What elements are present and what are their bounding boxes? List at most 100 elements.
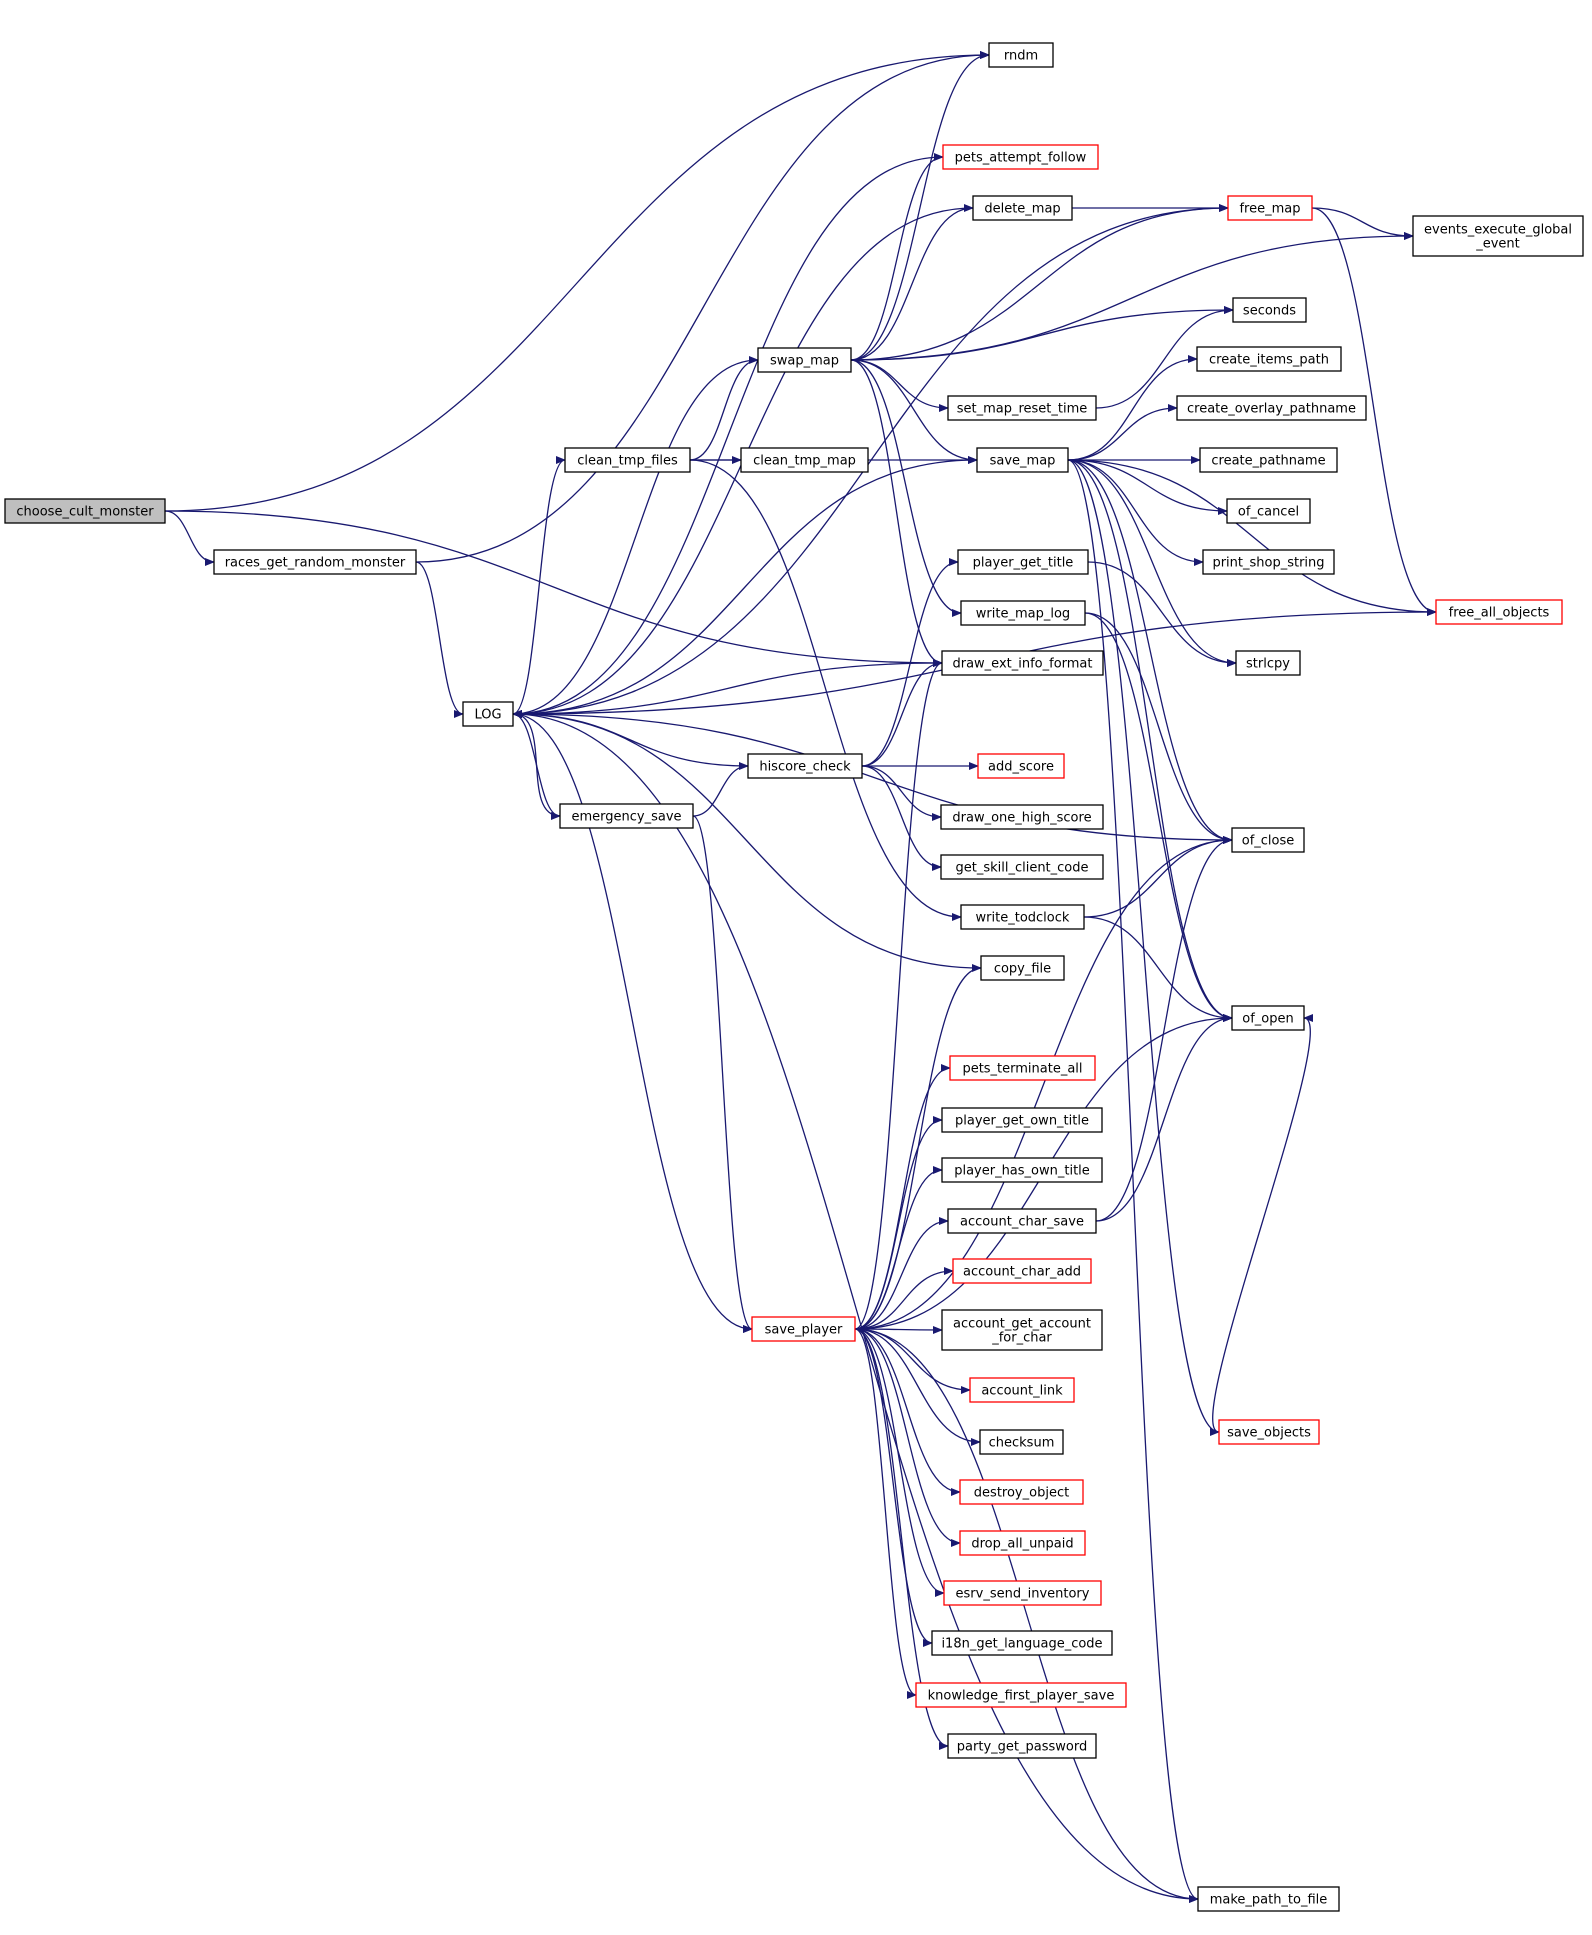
node-box-account_get_account_for_char[interactable]	[941, 1309, 1103, 1351]
node-box-player_get_title[interactable]	[957, 549, 1089, 575]
node-save_objects[interactable]: save_objects	[1218, 1419, 1320, 1445]
node-box-drop_all_unpaid[interactable]	[959, 1530, 1086, 1556]
node-box-clean_tmp_map[interactable]	[740, 447, 869, 473]
node-box-hiscore_check[interactable]	[747, 753, 863, 779]
node-swap_map[interactable]: swap_map	[757, 347, 852, 373]
node-player_has_own_title[interactable]: player_has_own_title	[941, 1157, 1103, 1183]
node-clean_tmp_map[interactable]: clean_tmp_map	[740, 447, 869, 473]
node-free_all_objects[interactable]: free_all_objects	[1435, 599, 1563, 625]
node-save_player[interactable]: save_player	[751, 1316, 856, 1342]
node-hiscore_check[interactable]: hiscore_check	[747, 753, 863, 779]
node-box-make_path_to_file[interactable]	[1197, 1886, 1340, 1912]
node-i18n_get_language_code[interactable]: i18n_get_language_code	[931, 1630, 1113, 1656]
node-box-pets_attempt_follow[interactable]	[942, 144, 1099, 170]
node-box-of_close[interactable]	[1231, 827, 1305, 853]
node-events_execute_global_event[interactable]: events_execute_global_event	[1412, 215, 1584, 257]
node-make_path_to_file[interactable]: make_path_to_file	[1197, 1886, 1340, 1912]
node-box-save_objects[interactable]	[1218, 1419, 1320, 1445]
node-create_items_path[interactable]: create_items_path	[1196, 346, 1342, 372]
node-box-account_char_save[interactable]	[947, 1208, 1097, 1234]
node-account_char_add[interactable]: account_char_add	[952, 1258, 1092, 1284]
node-emergency_save[interactable]: emergency_save	[559, 803, 694, 829]
node-box-save_map[interactable]	[976, 447, 1069, 473]
node-box-player_has_own_title[interactable]	[941, 1157, 1103, 1183]
node-of_close[interactable]: of_close	[1231, 827, 1305, 853]
node-box-swap_map[interactable]	[757, 347, 852, 373]
node-pets_terminate_all[interactable]: pets_terminate_all	[949, 1055, 1096, 1081]
node-draw_ext_info_format[interactable]: draw_ext_info_format	[941, 650, 1104, 676]
node-delete_map[interactable]: delete_map	[972, 195, 1073, 221]
node-box-save_player[interactable]	[751, 1316, 856, 1342]
node-box-of_cancel[interactable]	[1226, 498, 1311, 524]
node-box-draw_one_high_score[interactable]	[940, 804, 1104, 830]
node-drop_all_unpaid[interactable]: drop_all_unpaid	[959, 1530, 1086, 1556]
node-get_skill_client_code[interactable]: get_skill_client_code	[940, 854, 1104, 880]
node-of_open[interactable]: of_open	[1231, 1005, 1305, 1031]
node-box-copy_file[interactable]	[980, 955, 1065, 981]
node-strlcpy[interactable]: strlcpy	[1235, 650, 1301, 676]
node-account_link[interactable]: account_link	[969, 1377, 1075, 1403]
node-races_get_random_monster[interactable]: races_get_random_monster	[213, 549, 417, 575]
node-box-create_overlay_pathname[interactable]	[1176, 395, 1367, 421]
node-box-delete_map[interactable]	[972, 195, 1073, 221]
node-box-add_score[interactable]	[977, 753, 1065, 779]
node-account_get_account_for_char[interactable]: account_get_account_for_char	[941, 1309, 1103, 1351]
node-box-print_shop_string[interactable]	[1202, 549, 1335, 575]
node-box-party_get_password[interactable]	[947, 1733, 1097, 1759]
node-account_char_save[interactable]: account_char_save	[947, 1208, 1097, 1234]
node-box-LOG[interactable]	[462, 701, 514, 727]
node-box-clean_tmp_files[interactable]	[564, 447, 691, 473]
node-knowledge_first_player_save[interactable]: knowledge_first_player_save	[915, 1682, 1127, 1708]
node-box-set_map_reset_time[interactable]	[947, 395, 1097, 421]
node-box-events_execute_global_event[interactable]	[1412, 215, 1584, 257]
node-box-races_get_random_monster[interactable]	[213, 549, 417, 575]
node-esrv_send_inventory[interactable]: esrv_send_inventory	[943, 1580, 1102, 1606]
node-box-rndm[interactable]	[988, 42, 1054, 68]
node-party_get_password[interactable]: party_get_password	[947, 1733, 1097, 1759]
node-pets_attempt_follow[interactable]: pets_attempt_follow	[942, 144, 1099, 170]
node-box-player_get_own_title[interactable]	[941, 1107, 1103, 1133]
node-box-knowledge_first_player_save[interactable]	[915, 1682, 1127, 1708]
node-player_get_own_title[interactable]: player_get_own_title	[941, 1107, 1103, 1133]
node-choose_cult_monster[interactable]: choose_cult_monster	[4, 498, 166, 524]
node-save_map[interactable]: save_map	[976, 447, 1069, 473]
node-draw_one_high_score[interactable]: draw_one_high_score	[940, 804, 1104, 830]
node-box-of_open[interactable]	[1231, 1005, 1305, 1031]
node-clean_tmp_files[interactable]: clean_tmp_files	[564, 447, 691, 473]
node-write_todclock[interactable]: write_todclock	[960, 904, 1085, 930]
node-box-get_skill_client_code[interactable]	[940, 854, 1104, 880]
node-create_overlay_pathname[interactable]: create_overlay_pathname	[1176, 395, 1367, 421]
node-seconds[interactable]: seconds	[1232, 297, 1307, 323]
node-box-esrv_send_inventory[interactable]	[943, 1580, 1102, 1606]
node-player_get_title[interactable]: player_get_title	[957, 549, 1089, 575]
node-free_map[interactable]: free_map	[1227, 195, 1313, 221]
node-copy_file[interactable]: copy_file	[980, 955, 1065, 981]
node-rndm[interactable]: rndm	[988, 42, 1054, 68]
node-box-write_map_log[interactable]	[960, 600, 1086, 626]
node-box-write_todclock[interactable]	[960, 904, 1085, 930]
node-box-destroy_object[interactable]	[959, 1479, 1084, 1505]
node-box-strlcpy[interactable]	[1235, 650, 1301, 676]
node-box-draw_ext_info_format[interactable]	[941, 650, 1104, 676]
node-box-free_all_objects[interactable]	[1435, 599, 1563, 625]
node-box-account_link[interactable]	[969, 1377, 1075, 1403]
node-box-i18n_get_language_code[interactable]	[931, 1630, 1113, 1656]
node-print_shop_string[interactable]: print_shop_string	[1202, 549, 1335, 575]
node-destroy_object[interactable]: destroy_object	[959, 1479, 1084, 1505]
node-add_score[interactable]: add_score	[977, 753, 1065, 779]
node-box-create_pathname[interactable]	[1199, 447, 1338, 473]
node-box-checksum[interactable]	[979, 1429, 1064, 1455]
node-box-choose_cult_monster[interactable]	[4, 498, 166, 524]
node-box-create_items_path[interactable]	[1196, 346, 1342, 372]
node-box-emergency_save[interactable]	[559, 803, 694, 829]
node-set_map_reset_time[interactable]: set_map_reset_time	[947, 395, 1097, 421]
node-LOG[interactable]: LOG	[462, 701, 514, 727]
node-box-pets_terminate_all[interactable]	[949, 1055, 1096, 1081]
node-box-seconds[interactable]	[1232, 297, 1307, 323]
node-of_cancel[interactable]: of_cancel	[1226, 498, 1311, 524]
node-write_map_log[interactable]: write_map_log	[960, 600, 1086, 626]
node-box-free_map[interactable]	[1227, 195, 1313, 221]
node-checksum[interactable]: checksum	[979, 1429, 1064, 1455]
node-box-account_char_add[interactable]	[952, 1258, 1092, 1284]
node-create_pathname[interactable]: create_pathname	[1199, 447, 1338, 473]
